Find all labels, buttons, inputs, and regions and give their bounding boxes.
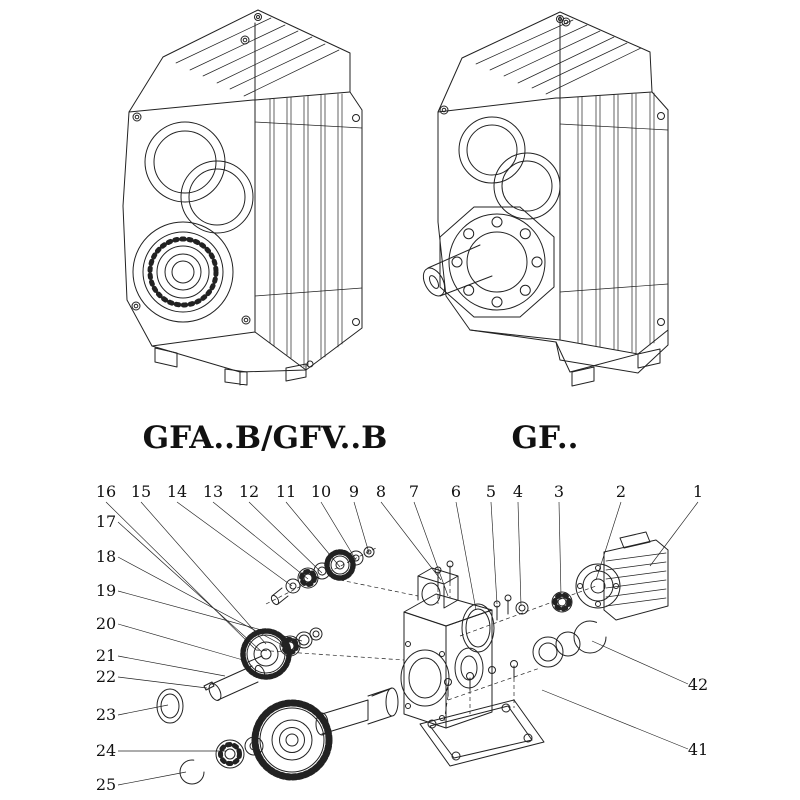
callout-14: 14	[167, 482, 187, 501]
output-gear-shaft-parts	[179, 687, 399, 785]
callout-3: 3	[554, 482, 564, 501]
callout-15: 15	[131, 482, 151, 501]
assembly-axis-dashed-lines	[255, 547, 597, 723]
end-cover-part	[156, 688, 184, 724]
pinion-shaft-parts	[203, 655, 266, 701]
figure-gfab-gfvb-drawing	[122, 9, 363, 386]
motor-assembly	[575, 531, 669, 621]
flange-screws-plug-bearing	[493, 591, 573, 621]
callout-4: 4	[513, 482, 523, 501]
exploded-view: 16 15 14 13 12 11 10 9 8 7 6 5 4 3 2 1 1…	[96, 482, 708, 794]
gasket-part	[461, 603, 495, 653]
callout-9: 9	[349, 482, 359, 501]
callout-21: 21	[96, 646, 116, 665]
input-shaft-parts	[270, 546, 375, 606]
model-label-gf: GF..	[512, 420, 579, 456]
callout-6: 6	[451, 482, 461, 501]
callout-leader-lines	[105, 501, 699, 786]
callout-25: 25	[96, 775, 116, 794]
callout-19: 19	[96, 581, 116, 600]
callout-24: 24	[96, 741, 116, 760]
model-label-gfab: GFA..B/GFV..B	[143, 420, 388, 456]
callout-1: 1	[693, 482, 703, 501]
figure-gf-drawing	[422, 11, 669, 387]
housing-screws	[434, 560, 454, 589]
callout-23: 23	[96, 705, 116, 724]
callout-7: 7	[409, 482, 419, 501]
retaining-rings	[532, 620, 607, 668]
callout-2: 2	[616, 482, 626, 501]
callout-5: 5	[486, 482, 496, 501]
callout-8: 8	[376, 482, 386, 501]
callout-10: 10	[311, 482, 331, 501]
callout-17: 17	[96, 512, 116, 531]
callout-20: 20	[96, 614, 116, 633]
callout-18: 18	[96, 547, 116, 566]
callout-13: 13	[203, 482, 223, 501]
callout-12: 12	[239, 482, 259, 501]
callout-16: 16	[96, 482, 116, 501]
bottom-cover-plate	[419, 660, 545, 767]
callout-22: 22	[96, 667, 116, 686]
callout-42: 42	[688, 675, 708, 694]
callout-11: 11	[276, 482, 296, 501]
callout-41: 41	[688, 740, 708, 759]
